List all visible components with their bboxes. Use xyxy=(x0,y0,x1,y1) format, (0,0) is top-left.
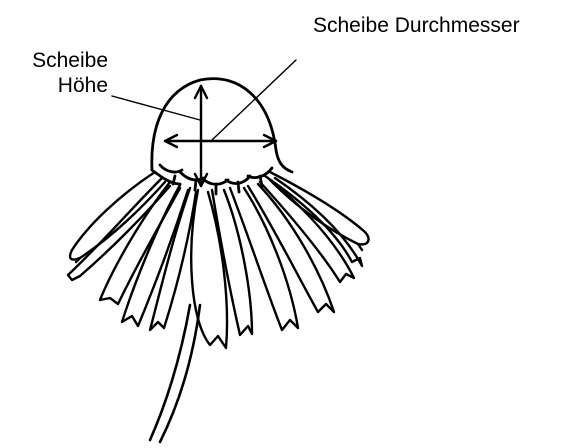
disc-height-label-line2: Höhe xyxy=(32,73,108,98)
flower-petals xyxy=(68,172,369,348)
disc-height-label-line1: Scheibe xyxy=(32,48,108,73)
flower-stem xyxy=(150,305,200,442)
disc-diameter-label: Scheibe Durchmesser xyxy=(313,13,520,38)
height-leader-line xyxy=(112,96,200,120)
diameter-leader-line xyxy=(212,60,296,140)
disc-height-arrow xyxy=(195,86,207,186)
disc-diameter-arrow xyxy=(165,135,276,147)
disc-height-label: Scheibe Höhe xyxy=(32,48,108,98)
